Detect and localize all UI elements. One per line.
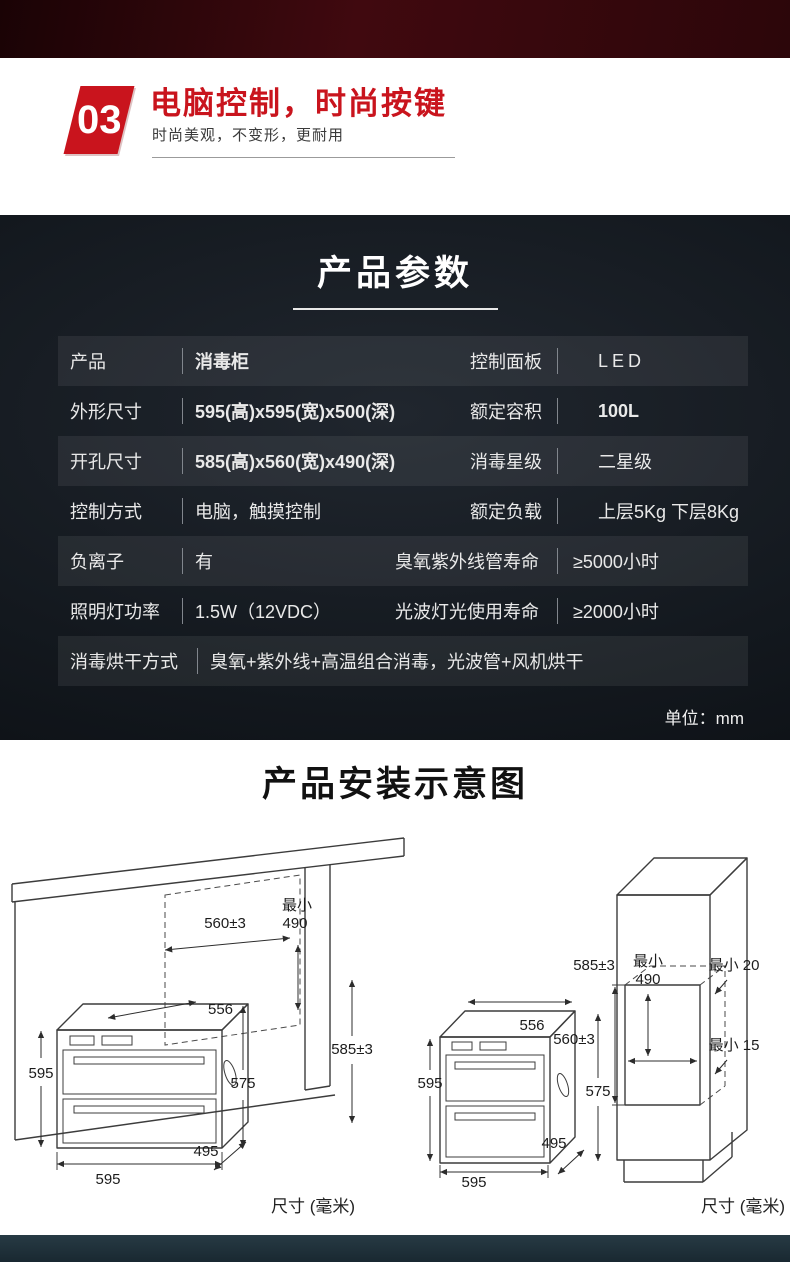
cabinet-drawing [56, 1003, 249, 1149]
dim-opening-width-label: 560±3 [204, 915, 246, 932]
spec-label: 控制面板 [458, 348, 558, 374]
upper-drawer-handle [73, 1056, 205, 1065]
dim-min-label: 最小 [633, 953, 663, 970]
spec-value: LED [598, 350, 646, 371]
spec-label: 照明灯功率 [58, 598, 183, 624]
opening-outline [164, 874, 301, 1046]
spec-value: ≥5000小时 [573, 552, 659, 572]
spec-value: ≥2000小时 [573, 602, 659, 622]
spec-section: 产品参数 产品 消毒柜 控制面板 LED 外形尺寸 595(高)x595(宽)x… [0, 215, 790, 740]
spec-row: 产品 消毒柜 控制面板 LED [58, 336, 748, 386]
spec-value: 1.5W（12VDC） [195, 602, 332, 622]
dim-opening-width-label: 560±3 [553, 1031, 595, 1048]
top-banner [0, 0, 790, 58]
dim-top-depth-label: 556 [208, 1001, 233, 1018]
spec-label: 开孔尺寸 [58, 448, 183, 474]
cabinet-drawing [439, 1010, 576, 1164]
dim-width-label: 595 [461, 1174, 486, 1190]
spec-row: 消毒烘干方式 臭氧+紫外线+高温组合消毒，光波管+风机烘干 [58, 636, 748, 686]
spec-row: 负离子 有 臭氧紫外线管寿命 ≥5000小时 [58, 536, 748, 586]
bottom-banner [0, 1235, 790, 1262]
niche-opening [624, 984, 701, 1106]
tall-cabinet-linework [616, 857, 748, 1183]
spec-label: 额定负载 [458, 498, 558, 524]
spec-label: 臭氧紫外线管寿命 [383, 548, 558, 574]
spec-value: 100L [598, 400, 640, 421]
control-display [451, 1041, 473, 1051]
spec-label: 控制方式 [58, 498, 183, 524]
counter-linework [11, 837, 405, 1141]
spec-row: 控制方式 电脑，触摸控制 额定负载 上层5Kg 下层8Kg [58, 486, 748, 536]
spec-label: 负离子 [58, 548, 183, 574]
dim-min-depth-label: 490 [282, 915, 307, 932]
side-handle [556, 1073, 570, 1097]
spec-label: 消毒星级 [458, 448, 558, 474]
spec-label: 产品 [58, 348, 183, 374]
spec-value: 二星级 [598, 452, 652, 472]
dim-min-bottom-gap-label: 最小 15 [709, 1037, 760, 1054]
dim-front-height-label: 575 [230, 1075, 255, 1092]
spec-row: 外形尺寸 595(高)x595(宽)x500(深) 额定容积 100L [58, 386, 748, 436]
control-buttons [101, 1035, 133, 1046]
spec-row: 照明灯功率 1.5W（12VDC） 光波灯光使用寿命 ≥2000小时 [58, 586, 748, 636]
diagram-caption-right: 尺寸 (毫米) [700, 1197, 786, 1216]
feature-title: 电脑控制，时尚按键 [150, 86, 447, 121]
dim-top-depth-label: 556 [519, 1017, 544, 1034]
dim-depth-label: 495 [193, 1143, 218, 1160]
title-underline [292, 308, 498, 310]
lower-drawer [445, 1105, 545, 1158]
install-diagram-tall-cabinet: 585±3 最小 490 最小 20 560±3 最小 15 556 595 [417, 857, 759, 1190]
spec-label: 外形尺寸 [58, 398, 183, 424]
spec-value: 585(高)x560(宽)x490(深) [195, 452, 396, 472]
dim-front-height-label: 575 [585, 1083, 610, 1100]
spec-value: 消毒柜 [195, 352, 249, 372]
dim-min-label: 最小 [282, 897, 312, 914]
dimensions: 560±3 最小 490 556 595 575 585±3 495 [28, 897, 372, 1188]
feature-subtitle: 时尚美观，不变形，更耐用 [152, 124, 455, 158]
spec-label: 光波灯光使用寿命 [383, 598, 558, 624]
side-handle [223, 1060, 237, 1086]
lower-drawer [62, 1098, 217, 1144]
control-display [69, 1035, 95, 1046]
unit-note: 单位：mm [664, 709, 744, 728]
spec-label: 消毒烘干方式 [58, 648, 198, 674]
control-buttons [479, 1041, 507, 1051]
spec-section-title: 产品参数 [316, 254, 473, 293]
spec-value: 电脑，触摸控制 [195, 502, 321, 522]
section-number: 03 [76, 98, 122, 142]
diagram-caption-left: 尺寸 (毫米) [270, 1197, 356, 1216]
spec-table: 产品 消毒柜 控制面板 LED 外形尺寸 595(高)x595(宽)x500(深… [58, 336, 748, 686]
dim-width-label: 595 [95, 1171, 120, 1188]
spec-value: 上层5Kg 下层8Kg [598, 502, 740, 522]
section-number-badge: 03 [63, 86, 135, 154]
feature-header: 03 电脑控制，时尚按键 时尚美观，不变形，更耐用 [0, 58, 790, 215]
spec-label: 额定容积 [458, 398, 558, 424]
upper-drawer [445, 1054, 545, 1102]
dim-height-label: 595 [417, 1075, 442, 1092]
install-section-title: 产品安装示意图 [261, 765, 528, 804]
dim-opening-height-label: 585±3 [331, 1041, 373, 1058]
spec-value: 臭氧+紫外线+高温组合消毒，光波管+风机烘干 [210, 652, 584, 672]
install-diagram-under-counter: 560±3 最小 490 556 595 575 585±3 495 [11, 837, 405, 1188]
dim-min-top-gap-label: 最小 20 [709, 957, 760, 974]
upper-drawer [62, 1049, 217, 1095]
dim-depth-label: 495 [541, 1135, 566, 1152]
lower-drawer-handle [73, 1105, 205, 1114]
spec-row: 开孔尺寸 585(高)x560(宽)x490(深) 消毒星级 二星级 [58, 436, 748, 486]
dim-min-depth-label: 490 [635, 971, 660, 988]
dimensions: 585±3 最小 490 最小 20 560±3 最小 15 556 595 [417, 953, 759, 1190]
install-section: 产品安装示意图 [0, 740, 790, 1235]
dim-height-label: 595 [28, 1065, 53, 1082]
lower-drawer-handle [454, 1112, 536, 1121]
spec-value: 有 [195, 552, 213, 572]
upper-drawer-handle [454, 1061, 536, 1070]
spec-value: 595(高)x595(宽)x500(深) [195, 402, 396, 422]
dim-opening-height-label: 585±3 [573, 957, 615, 974]
